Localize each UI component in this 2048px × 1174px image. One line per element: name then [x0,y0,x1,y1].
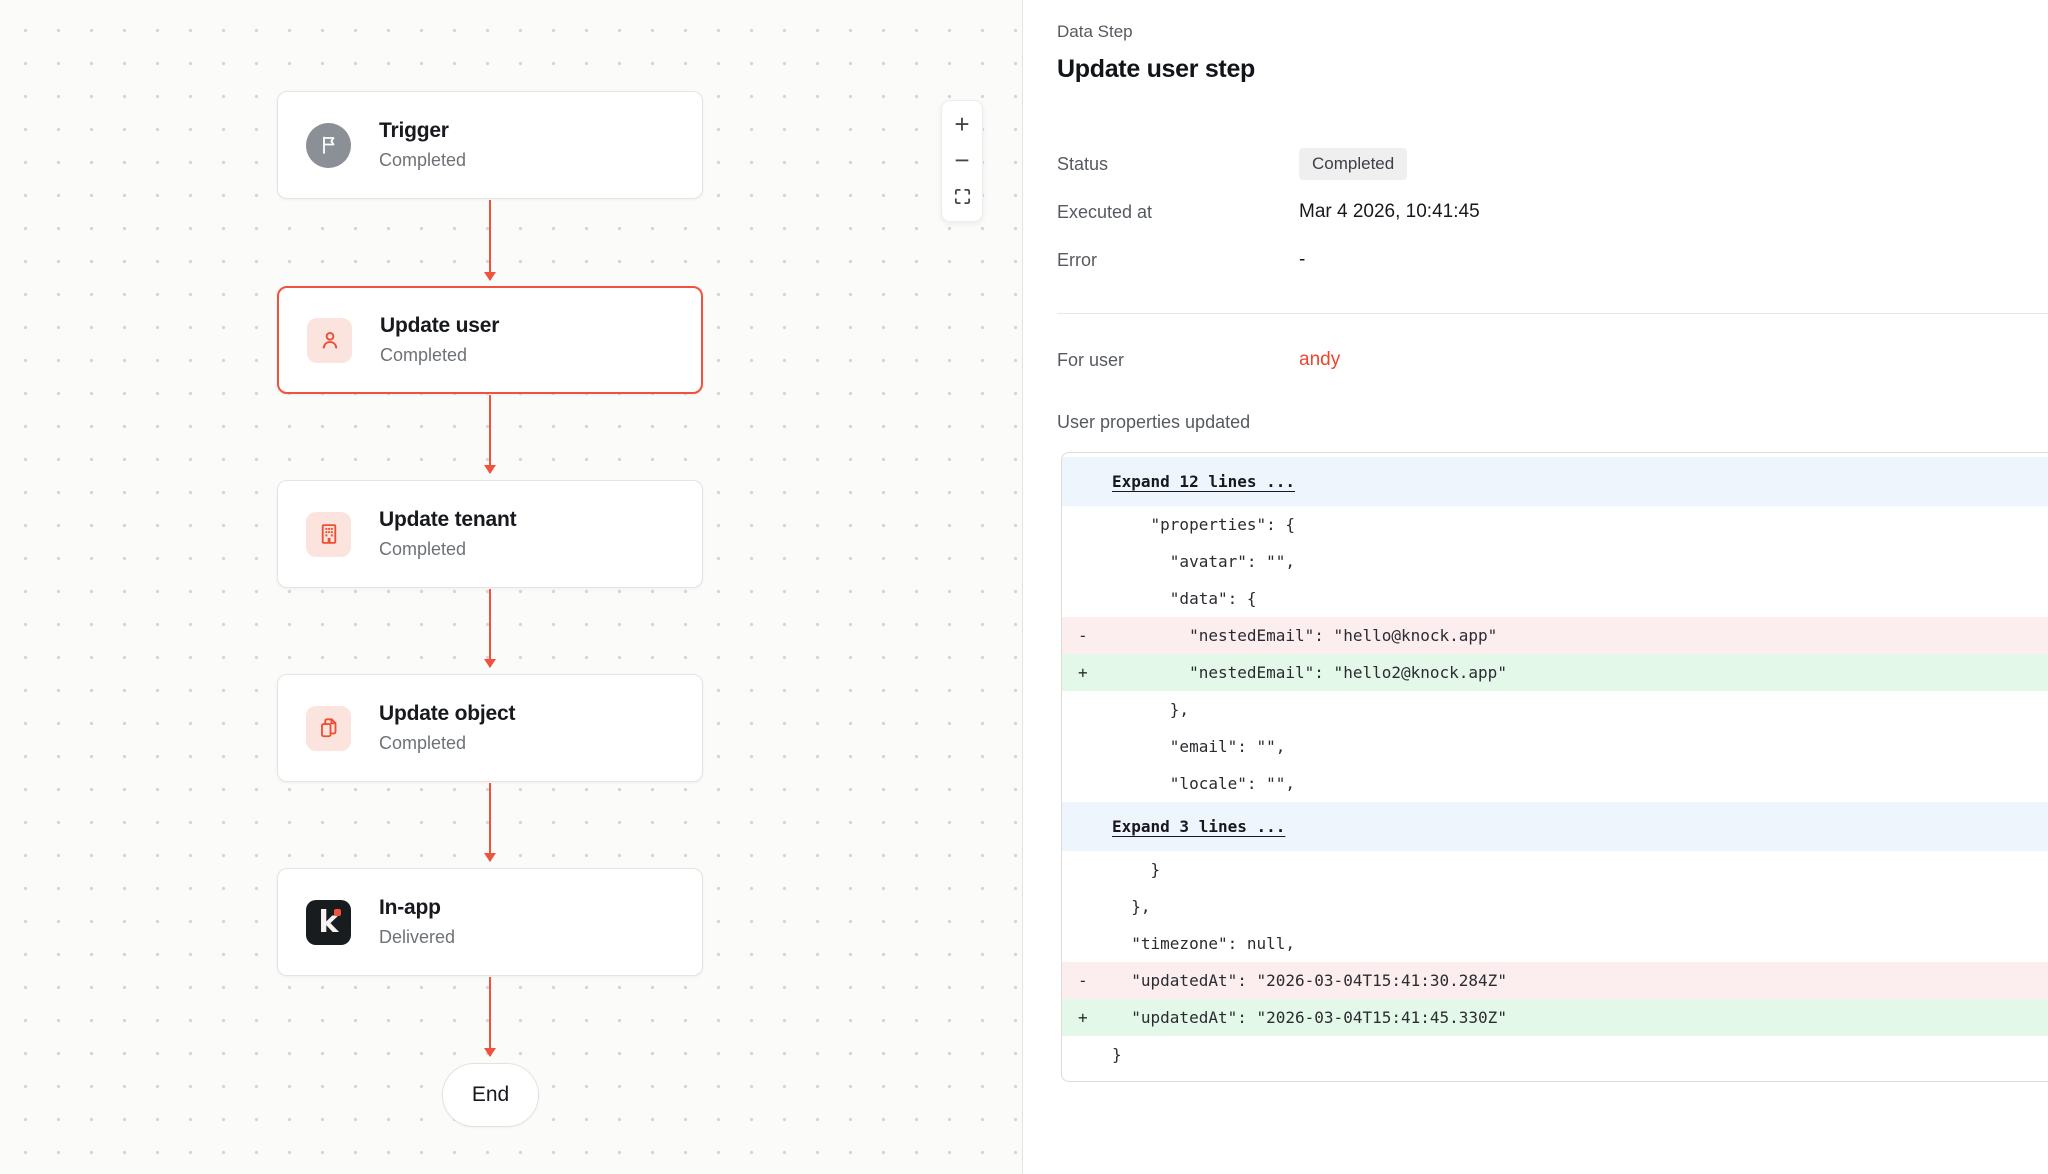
properties-diff-viewer: Expand 12 lines ... "properties": { "ava… [1061,452,2048,1082]
node-title: Update tenant [379,508,517,531]
edge-arrow [484,783,496,862]
diff-line: }, [1112,897,1151,916]
expand-lines-button[interactable]: Expand 12 lines ... [1062,457,2048,506]
diff-line-added: + "updatedAt": "2026-03-04T15:41:45.330Z… [1062,999,2048,1036]
node-end[interactable]: End [442,1063,539,1127]
field-label: For user [1057,349,1125,370]
diff-line: } [1112,1045,1122,1064]
error-value: - [1299,249,1306,270]
node-title: Update user [380,314,500,337]
zoom-out-button[interactable]: − [947,145,977,175]
user-link[interactable]: andy [1299,349,1341,370]
node-status: Completed [379,733,467,753]
plus-icon: + [954,109,970,139]
field-label: Executed at [1057,201,1153,222]
flag-icon [306,122,351,168]
diff-line-added: + "nestedEmail": "hello2@knock.app" [1062,654,2048,691]
status-badge: Completed [1299,148,1408,180]
field-row-error: Error - [1057,236,2048,284]
knock-logo-icon: k [306,899,351,945]
diff-line: "data": { [1112,589,1257,608]
node-status: Completed [379,150,467,170]
node-title: In-app [379,896,441,919]
diff-line: } [1112,860,1161,879]
edge-arrow [484,589,496,668]
diff-line-removed: - "nestedEmail": "hello@knock.app" [1062,617,2048,654]
zoom-controls: + − [941,100,983,222]
expand-lines-button[interactable]: Expand 3 lines ... [1062,802,2048,851]
node-update-object[interactable]: Update object Completed [277,674,703,782]
diff-line-removed: - "updatedAt": "2026-03-04T15:41:30.284Z… [1062,962,2048,999]
field-label: Status [1057,153,1109,174]
building-icon [306,511,351,557]
node-update-user[interactable]: Update user Completed [277,286,703,394]
workflow-canvas[interactable]: Trigger Completed Update user Completed [0,0,1023,1174]
executed-at-value: Mar 4 2026, 10:41:45 [1299,201,1480,222]
zoom-in-button[interactable]: + [947,109,977,139]
step-type-label: Data Step [1057,22,1133,41]
node-trigger[interactable]: Trigger Completed [277,91,703,199]
page-title: Update user step [1057,55,1256,83]
diff-line: }, [1112,700,1190,719]
diff-line: "locale": "", [1112,774,1296,793]
node-status: Delivered [379,927,456,947]
step-details-panel: Data Step Update user step Status Comple… [1023,0,2048,1174]
copy-icon [306,705,351,751]
field-row-status: Status Completed [1057,140,2048,188]
node-status: Completed [380,345,468,365]
node-status: Completed [379,539,467,559]
node-title: Update object [379,702,516,725]
step-fields: Status Completed Executed at Mar 4 2026,… [1057,140,2048,284]
edge-arrow [484,395,496,474]
edge-arrow [484,200,496,281]
user-icon [307,317,352,363]
section-divider [1057,313,2048,314]
end-label: End [471,1083,510,1106]
diff-line: "timezone": null, [1112,934,1296,953]
field-row-executed-at: Executed at Mar 4 2026, 10:41:45 [1057,188,2048,236]
node-update-tenant[interactable]: Update tenant Completed [277,480,703,588]
field-label: Error [1057,249,1097,270]
node-in-app[interactable]: k In-app Delivered [277,868,703,976]
diff-line: "avatar": "", [1112,552,1296,571]
minus-icon: − [954,145,970,175]
fit-view-button[interactable] [947,181,977,211]
field-row-for-user: For user andy [1057,336,2048,384]
diff-section-title: User properties updated [1057,412,1251,432]
edge-arrow [484,977,496,1057]
node-title: Trigger [379,119,449,142]
diff-line: "email": "", [1112,737,1286,756]
fit-view-icon [954,188,970,204]
diff-line: "properties": { [1112,515,1296,534]
